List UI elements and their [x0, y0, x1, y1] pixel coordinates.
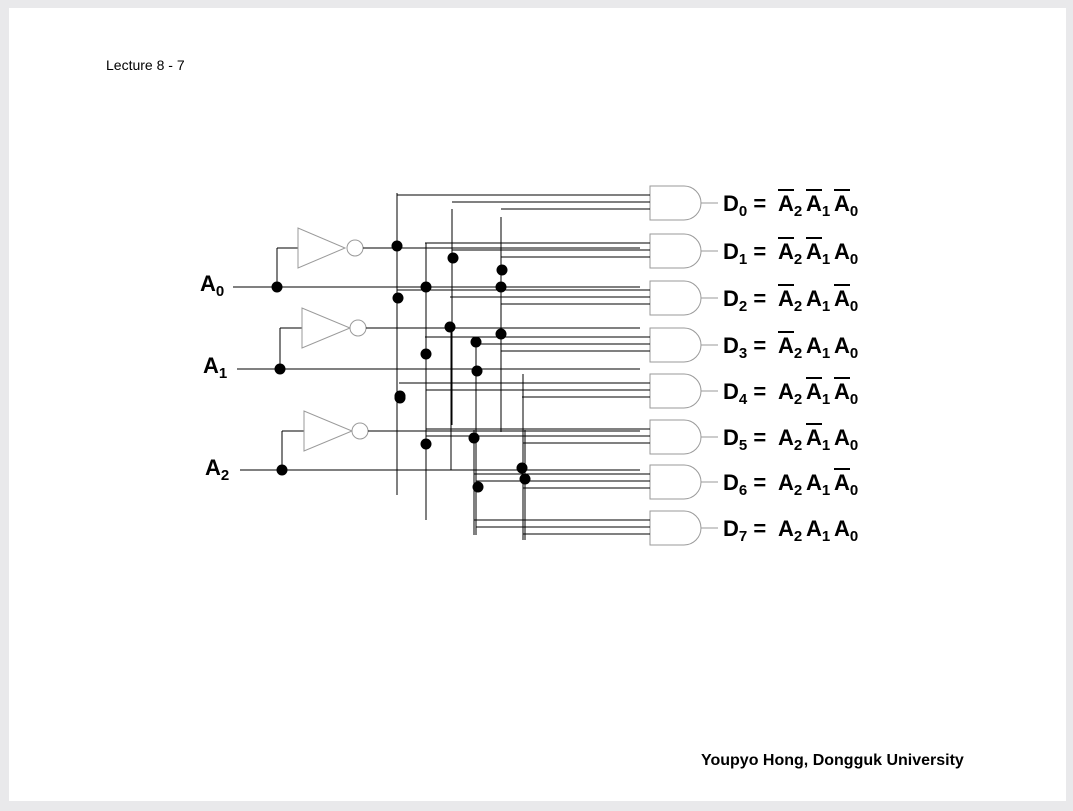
junction-dot — [420, 348, 432, 360]
junction-dot — [271, 281, 283, 293]
junction-dot — [470, 336, 482, 348]
output-label-d5: D5 = — [723, 425, 766, 454]
equation-term-a2: A2 — [778, 425, 802, 454]
equation-term-a1: A1 — [806, 239, 830, 268]
junction-dot — [472, 481, 484, 493]
and-gate-d4 — [399, 373, 718, 409]
inverter-a0-bubble — [346, 239, 364, 257]
equation-term-a0: A0 — [834, 239, 858, 268]
output-label-d7: D7 = — [723, 516, 766, 545]
and-gate-d7 — [474, 510, 718, 546]
and-gate-d1 — [425, 233, 718, 269]
and-gate-d5 — [426, 419, 718, 455]
junction-dot — [392, 292, 404, 304]
equation-term-a1: A1 — [806, 333, 830, 362]
equation-term-a0: A0 — [834, 191, 858, 220]
equation-term-a2: A2 — [778, 191, 802, 220]
output-label-d6: D6 = — [723, 470, 766, 499]
output-label-d3: D3 = — [723, 333, 766, 362]
junction-dot — [391, 240, 403, 252]
equation-term-a2: A2 — [778, 333, 802, 362]
slide-footer: Youpyo Hong, Dongguk University — [701, 752, 964, 769]
output-label-d0: D0 = — [723, 191, 766, 220]
slide-header: Lecture 8 - 7 — [106, 57, 185, 73]
junction-dot — [496, 264, 508, 276]
and-gate-body — [649, 233, 702, 269]
and-gate-body — [649, 510, 702, 546]
and-gate-d3 — [425, 327, 718, 363]
and-gate-d2 — [397, 280, 718, 316]
equation-term-a2: A2 — [778, 379, 802, 408]
junction-dot — [495, 281, 507, 293]
equation-term-a2: A2 — [778, 516, 802, 545]
equation-term-a1: A1 — [806, 516, 830, 545]
output-label-d4: D4 = — [723, 379, 766, 408]
junction-dot — [516, 462, 528, 474]
equation-term-a0: A0 — [834, 379, 858, 408]
equation-term-a1: A1 — [806, 286, 830, 315]
equation-term-a2: A2 — [778, 286, 802, 315]
equation-term-a1: A1 — [806, 379, 830, 408]
output-label-d1: D1 = — [723, 239, 766, 268]
equation-term-a1: A1 — [806, 425, 830, 454]
equation-term-a2: A2 — [778, 470, 802, 499]
inverter-a2-bubble — [351, 422, 369, 440]
output-label-d2: D2 = — [723, 286, 766, 315]
junction-dot — [447, 252, 459, 264]
and-gate-d6 — [474, 464, 718, 500]
equation-term-a0: A0 — [834, 425, 858, 454]
inverter-a0-triangle — [297, 227, 347, 269]
input-a0-group: A0 — [200, 271, 224, 300]
equation-term-a0: A0 — [834, 516, 858, 545]
and-gate-body — [649, 185, 702, 221]
junction-dot — [420, 438, 432, 450]
equation-term-a0: A0 — [834, 286, 858, 315]
junction-dot — [420, 281, 432, 293]
junction-dot — [519, 473, 531, 485]
equation-term-a0: A0 — [834, 333, 858, 362]
junction-dot — [468, 432, 480, 444]
inverter-a1-bubble — [349, 319, 367, 337]
and-gate-body — [649, 373, 702, 409]
input-a1-group: A1 — [203, 353, 227, 382]
and-gate-body — [649, 327, 702, 363]
and-gate-d0 — [397, 185, 718, 221]
and-gate-body — [649, 280, 702, 316]
equation-term-a1: A1 — [806, 191, 830, 220]
junction-dot — [444, 321, 456, 333]
inverter-a1-triangle — [301, 307, 352, 349]
input-label-a2: A2 — [205, 455, 229, 484]
equation-term-a0: A0 — [834, 470, 858, 499]
junction-dot — [274, 363, 286, 375]
junction-dot — [471, 365, 483, 377]
slide: Lecture 8 - 7 Youpyo Hong, Dongguk Unive… — [9, 8, 1066, 801]
junction-dot — [394, 390, 406, 402]
input-label-a0: A0 — [200, 271, 224, 300]
input-a2-group: A2 — [205, 455, 229, 484]
junction-dot — [495, 328, 507, 340]
equation-term-a1: A1 — [806, 470, 830, 499]
and-gate-body — [649, 464, 702, 500]
inverter-a2-triangle — [303, 410, 354, 452]
equation-term-a2: A2 — [778, 239, 802, 268]
input-label-a1: A1 — [203, 353, 227, 382]
junction-dot — [276, 464, 288, 476]
and-gate-body — [649, 419, 702, 455]
